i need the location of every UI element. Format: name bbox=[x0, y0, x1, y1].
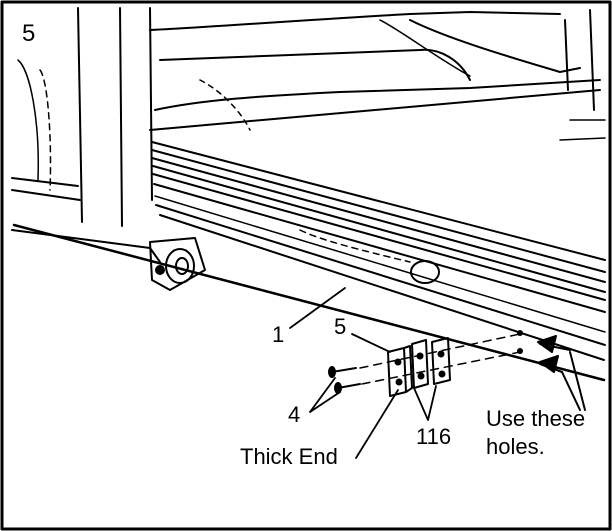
callout-part-1: 1 bbox=[272, 322, 285, 347]
callout-thick-end: Thick End bbox=[240, 444, 338, 469]
wheel bbox=[149, 237, 206, 291]
callout-use-these-line1: Use these bbox=[486, 406, 586, 431]
callout-part-4: 4 bbox=[288, 402, 301, 427]
callout-use-these-line2: holes. bbox=[486, 434, 545, 459]
callout-part-116: 116 bbox=[416, 424, 452, 449]
hole-arrows bbox=[537, 335, 586, 411]
alignment-lines bbox=[359, 333, 521, 385]
leader-lines bbox=[289, 287, 437, 459]
rail-holes bbox=[517, 330, 523, 354]
walking-deck bbox=[149, 89, 606, 346]
motor-hood bbox=[149, 9, 601, 131]
frame-rail bbox=[12, 214, 606, 382]
callout-part-5: 5 bbox=[334, 314, 347, 339]
step-number: 5 bbox=[22, 20, 36, 47]
brackets bbox=[387, 337, 451, 397]
